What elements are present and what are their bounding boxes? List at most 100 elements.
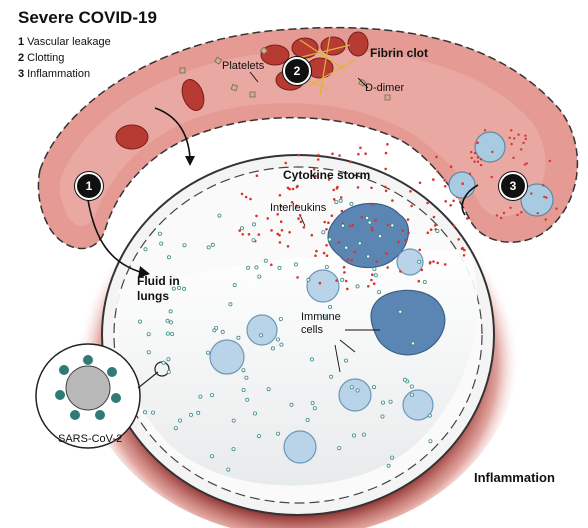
cytokine-dot <box>536 212 539 215</box>
cytokine-dot <box>279 220 283 223</box>
cytokine-dot <box>555 207 558 210</box>
virus-particle-dot <box>246 265 251 270</box>
virus-particle-dot <box>293 262 298 267</box>
cytokine-dot <box>384 167 388 171</box>
cytokine-dot <box>291 187 295 191</box>
cytokine-dot <box>407 231 410 235</box>
virus-particle-dot <box>232 282 237 287</box>
virus-particle-dot <box>388 399 393 404</box>
cytokine-dot <box>349 160 352 164</box>
cytokine-dot <box>314 174 317 178</box>
virus-particle-dot <box>226 467 231 472</box>
cytokine-dot <box>418 248 422 252</box>
cytokine-dot <box>432 260 435 263</box>
cytokine-dot <box>370 226 374 230</box>
virus-particle-dot <box>166 357 171 362</box>
cytokine-dot <box>360 215 364 219</box>
virus-particle-dot <box>435 228 440 233</box>
virus-particle-dot <box>266 387 271 392</box>
platelets-label: Platelets <box>222 60 265 72</box>
platelet <box>259 46 269 55</box>
cytokine-dot <box>327 178 331 181</box>
virus-pointer <box>137 371 159 389</box>
cytokine-dot <box>356 186 360 189</box>
virus-particle-dot <box>398 309 403 314</box>
virus-particle-dot <box>168 309 173 314</box>
immune-cells-label-line1: Immune <box>301 311 341 323</box>
virus-particle-dot <box>270 346 275 351</box>
virus-particle-dot <box>210 242 215 247</box>
cytokine-dot <box>544 218 547 221</box>
virus-particle-dot <box>357 241 362 246</box>
virus-particle-dot <box>257 274 262 279</box>
cytokine-dot <box>491 150 494 154</box>
virus-particle-dot <box>276 431 281 436</box>
cytokine-dot <box>462 254 466 257</box>
virus-particle-dot <box>146 332 151 337</box>
cytokine-dot <box>542 184 545 187</box>
virus-particle-dot <box>402 377 407 382</box>
cytokine-dot <box>357 152 360 156</box>
cytokine-dot <box>325 228 328 231</box>
cytokine-dot <box>500 216 503 220</box>
cytokine-dot <box>476 141 479 145</box>
cytokine-dot <box>370 278 373 282</box>
arrowhead <box>138 266 150 278</box>
cytokine-dot <box>299 220 303 224</box>
cytokine-dot <box>284 161 288 165</box>
vessel-lumen <box>59 50 546 227</box>
cytokine-dot <box>385 252 388 255</box>
virus-particle-dot <box>349 201 354 206</box>
cytokine-dot <box>278 241 282 244</box>
virus-particle-dot <box>377 234 382 239</box>
cytokine-dot <box>327 221 330 224</box>
virus-particle-dot <box>386 463 391 468</box>
badge-clotting: 2 <box>283 57 311 85</box>
cytokine-dot <box>510 129 513 132</box>
inflammation-label: Inflammation <box>474 470 555 485</box>
virus-particle-dot <box>142 410 147 415</box>
virus-particle-dot <box>241 387 246 392</box>
cytokine-dot <box>317 153 320 157</box>
virus-particle-dot <box>377 290 382 295</box>
cytokine-dot <box>238 229 241 232</box>
cytokine-dot <box>391 199 394 202</box>
platelet <box>249 91 256 98</box>
cytokine-dot <box>483 129 487 132</box>
virus-particle-dot <box>165 331 170 336</box>
cytokine-dot <box>315 249 318 253</box>
d-dimer-label: D-dimer <box>365 82 405 94</box>
cytokine-dot <box>435 155 438 159</box>
cytokine-dot <box>312 168 316 171</box>
virus-particle-dot <box>137 319 142 324</box>
platelets-pointer <box>249 71 259 83</box>
cytokine-dot <box>510 142 513 146</box>
virus-particle-dot <box>278 316 283 321</box>
cytokine-dot <box>374 219 377 222</box>
cytokine-dot <box>340 209 344 213</box>
virus-particle-dot <box>170 331 175 336</box>
fibrin-strands <box>279 34 356 96</box>
cytokine-dot <box>338 154 341 157</box>
cytokine-dot <box>332 198 336 201</box>
virus-particle-dot <box>409 392 414 397</box>
cytokine-dot <box>461 182 465 185</box>
cytokine-dot <box>339 196 343 199</box>
virus-particle-dot <box>188 412 193 417</box>
cytokine-dot <box>523 163 527 166</box>
cytokine-dot <box>384 151 388 155</box>
page-title: Severe COVID-19 <box>18 8 157 27</box>
platelet <box>230 83 239 92</box>
cytokine-dot <box>443 179 446 182</box>
cytokine-dot <box>517 133 520 136</box>
virus-particle-dot <box>143 247 148 252</box>
cytokine-dot <box>295 204 298 208</box>
cytokine-dot <box>470 156 473 160</box>
cytokine-dot <box>432 178 435 181</box>
cytokine-dot <box>244 195 248 199</box>
cytokine-dot <box>350 259 354 262</box>
spike-protein <box>95 410 105 420</box>
virus-particle-dot <box>365 215 370 220</box>
cytokine-dot <box>364 152 367 155</box>
